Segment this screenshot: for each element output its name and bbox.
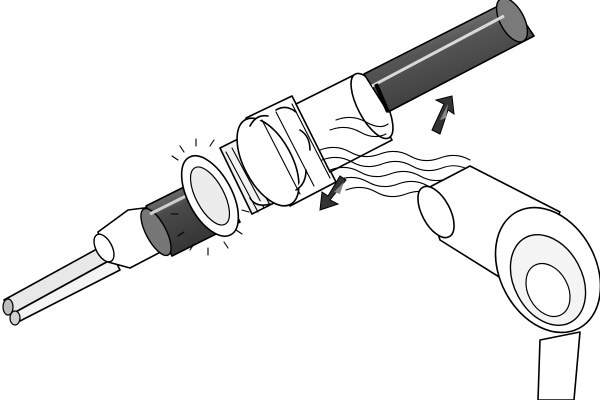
arrow-up-right-icon bbox=[431, 95, 455, 135]
sealing-nut bbox=[236, 95, 337, 207]
heat-gun bbox=[417, 165, 600, 401]
locknut bbox=[170, 138, 250, 256]
arrow-down-left-icon bbox=[319, 175, 347, 211]
heat-waves bbox=[319, 116, 477, 202]
conductors bbox=[2, 243, 121, 326]
outer-sheath bbox=[295, 0, 535, 173]
